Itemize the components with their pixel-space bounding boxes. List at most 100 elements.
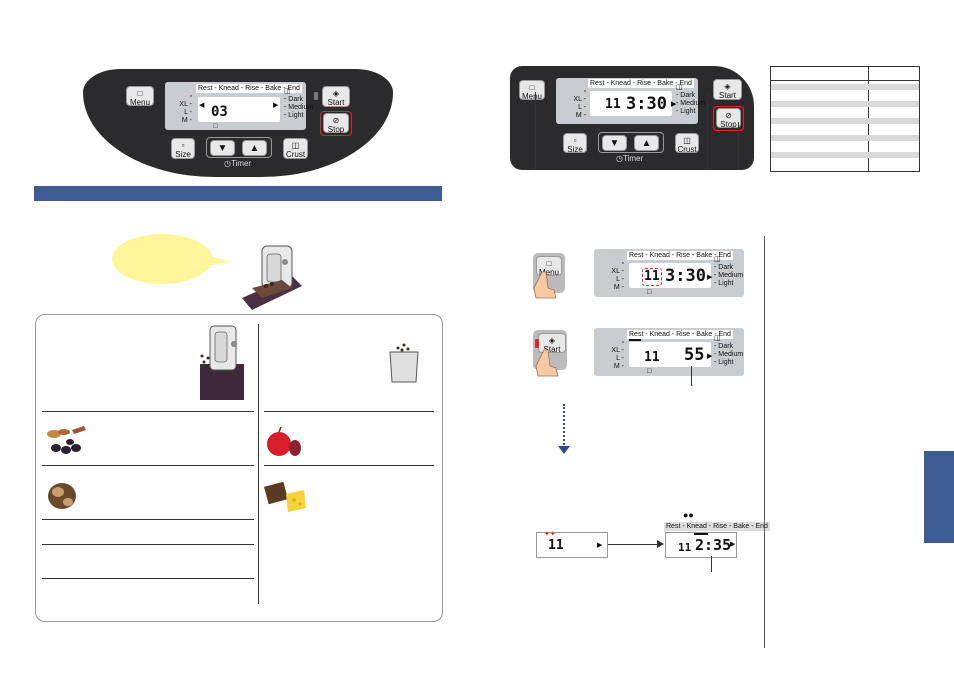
right-arrow-icon: ▶ [730,541,736,548]
bread-icon: ▫ [181,141,185,150]
size-button[interactable]: ▫ Size [563,133,587,154]
clock-icon: ◷ [616,154,623,163]
timer-label: ◷Timer [224,159,252,168]
table-row [771,152,919,158]
start-led [314,92,318,100]
size-button[interactable]: ▫ Size [171,138,195,159]
stop-highlight [320,111,352,136]
bread-icon: ▫ [189,93,192,100]
stop-button[interactable]: ⊘ Stop [716,108,741,129]
column-divider [764,236,765,648]
menu-number: 11 [644,269,660,284]
timer-up-button[interactable]: ▲ [242,140,267,156]
start-led [535,339,539,348]
menu-number: 11 [678,541,692,554]
row-divider [264,465,434,466]
time-display: 3:30 [665,266,706,286]
timer-up-button[interactable]: ▲ [634,135,659,151]
start-icon: ◈ [724,82,731,91]
book-icon: □ [529,83,535,92]
crust-icon: ◫ [676,84,683,91]
stop-button[interactable]: ⊘ Stop [323,113,349,134]
book-icon: □ [647,289,652,296]
progress-label: Rest - Knead - Rise - Bake - End [627,330,733,339]
pointer-line [691,366,692,386]
timer-buttons [598,132,664,153]
book-icon: □ [137,89,143,98]
bread-icon: ▫ [621,339,624,346]
crust-button[interactable]: ◫ Crust [675,133,699,154]
right-arrow-icon: ▶ [707,274,713,281]
start-icon: ◈ [332,89,340,98]
right-arrow-icon: ▶ [273,102,279,109]
right-arrow-icon: ▶ [671,101,677,108]
crust-icon: ◫ [683,136,691,145]
section-heading-bar [34,186,442,201]
rise-indicator [694,533,708,535]
section-tab [924,451,954,543]
pointer-line [711,556,712,572]
progress-label: Rest - Knead - Rise - Bake - End [627,251,733,260]
start-button[interactable]: ◈ Start [713,79,742,100]
size-labels: ▫ XL - L - M - [602,339,624,371]
time-display: 55 [684,345,705,365]
time-display: 2:35 [695,536,732,554]
lcd-screen [629,342,711,367]
right-arrow-icon: ▶ [707,353,713,360]
chocolate-icon [264,481,306,512]
crust-labels: ◫ - Dark - Medium - Light [284,88,314,119]
menu-number: 11 [605,97,621,112]
hand-icon [533,271,557,299]
menu-number-highlight [642,268,662,286]
menu-button[interactable]: □ Menu [536,256,562,277]
crust-labels: ◫ - Dark - Medium - Light [676,84,706,115]
pointer-line [707,92,708,170]
size-labels: ▫ XL - L - M - [564,88,586,120]
timer-down-button[interactable]: ▼ [602,135,627,151]
lcd-screen [590,91,672,116]
book-icon: □ [213,123,218,130]
pointer-line [535,92,536,170]
row-divider [42,578,254,579]
start-button[interactable]: ◈ Start [322,86,350,107]
bread-maker-open-illustration [200,325,244,400]
stop-highlight [713,106,744,131]
row-divider [42,411,254,412]
rise-icon: ●● [683,510,694,520]
table-header-rule [771,80,919,81]
hand-icon [535,349,559,377]
dispenser-illustration [389,343,419,383]
blink-indicator: ✦✦ [544,531,556,538]
apple-icon [267,426,301,456]
crust-labels: ◫ - Dark - Medium - Light [714,256,744,287]
menu-table [770,66,920,172]
nut-icon [48,483,76,509]
raisin-icon [47,426,86,454]
display-before [536,532,608,558]
clock-icon: ◷ [224,159,231,168]
menu-button[interactable]: □ Menu [519,80,545,101]
start-icon: ◈ [548,336,556,345]
pointer-line [738,122,739,170]
bread-maker-illustration [242,245,302,310]
table-row [771,84,919,90]
table-row [771,101,919,107]
crust-labels: ◫ - Dark - Medium - Light [714,335,744,366]
display-after [665,532,737,558]
ingredients-panel [35,314,443,622]
row-divider [42,544,254,545]
table-row [771,118,919,124]
book-icon: □ [546,259,552,268]
crust-button[interactable]: ◫ Crust [283,138,308,159]
speech-bubble [112,234,230,284]
crust-icon: ◫ [714,256,721,263]
menu-button[interactable]: □ Menu [126,86,154,107]
progress-label: Rest - Knead - Rise - Bake - End [196,84,302,93]
program-number: 03 [211,104,228,120]
stop-icon: ⊘ [725,111,732,120]
timer-down-button[interactable]: ▼ [210,140,235,156]
crust-icon: ◫ [291,141,300,150]
menu-number: 11 [548,538,564,553]
progress-arrow [563,404,565,448]
arrow-head-icon [558,446,570,454]
